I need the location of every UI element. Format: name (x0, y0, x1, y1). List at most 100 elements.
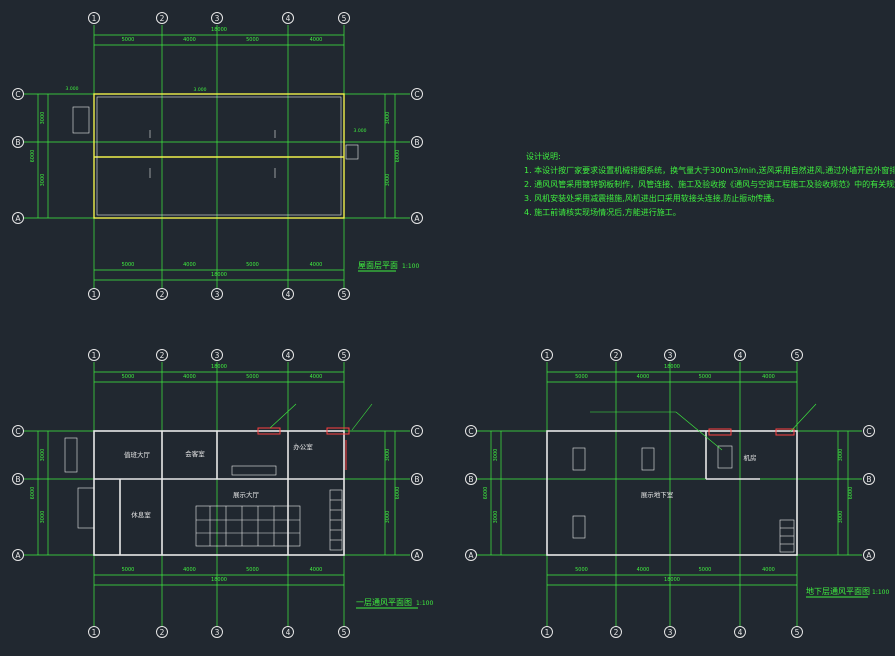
grid-bubble-3: 3 (211, 349, 223, 361)
svg-text:C: C (414, 427, 419, 436)
grid-bubble-4: 4 (282, 12, 294, 24)
svg-text:4: 4 (286, 290, 291, 299)
svg-text:5: 5 (342, 290, 347, 299)
svg-text:3: 3 (215, 14, 220, 23)
svg-text:B: B (414, 475, 419, 484)
grid-bubble-5: 5 (338, 349, 350, 361)
svg-text:B: B (414, 138, 419, 147)
grid-bubble-C: C (465, 425, 477, 437)
dimension-left: 3000 (40, 112, 46, 125)
svg-text:3: 3 (215, 628, 220, 637)
elevation-note: 3.000 (194, 87, 207, 93)
dimension-top-total: 18000 (211, 364, 227, 370)
grid-bubble-1: 1 (88, 12, 100, 24)
svg-text:A: A (15, 214, 21, 223)
elevation-note: 3.000 (66, 86, 79, 92)
dimension-bottom: 5000 (122, 262, 135, 268)
svg-text:C: C (468, 427, 473, 436)
dimension-left: 3000 (40, 174, 46, 187)
grid-bubble-B: B (411, 473, 423, 485)
svg-text:4: 4 (286, 628, 291, 637)
dimension-bottom: 4000 (762, 567, 775, 573)
svg-text:4: 4 (286, 14, 291, 23)
roof-outline (93, 93, 345, 219)
grid-bubble-5: 5 (791, 626, 803, 638)
svg-text:A: A (866, 551, 872, 560)
note-2: 2. 通风风管采用镀锌钢板制作，风管连接、施工及验收按《通风与空调工程施工及验收… (524, 180, 895, 189)
grid-bubble-2: 2 (156, 12, 168, 24)
room-label: 值班大厅 (124, 450, 151, 459)
svg-text:4: 4 (286, 351, 291, 360)
grid-bubble-4: 4 (734, 349, 746, 361)
grid-bubble-B: B (12, 473, 24, 485)
dimension-right-total: 6000 (848, 487, 854, 500)
dimension-left: 3000 (40, 449, 46, 462)
svg-text:1: 1 (92, 351, 97, 360)
grid-bubble-1: 1 (88, 288, 100, 300)
dimension-top: 5000 (246, 37, 259, 43)
dimension-top: 4000 (183, 37, 196, 43)
grid-bubble-2: 2 (156, 349, 168, 361)
grid-bubble-3: 3 (211, 12, 223, 24)
svg-text:5: 5 (342, 628, 347, 637)
dimension-top-total: 18000 (211, 27, 227, 33)
design-notes: 设计说明: 1. 本设计按厂家要求设置机械排烟系统，换气量大于300m3/min… (524, 150, 895, 220)
grid-bubble-A: A (863, 549, 875, 561)
svg-text:1: 1 (92, 290, 97, 299)
svg-text:3: 3 (215, 290, 220, 299)
roof-plan-title: 屋面层平面 (358, 261, 398, 270)
room-label: 展示地下室 (641, 490, 674, 499)
svg-text:2: 2 (160, 351, 165, 360)
svg-text:C: C (866, 427, 871, 436)
note-1: 1. 本设计按厂家要求设置机械排烟系统，换气量大于300m3/min,送风采用自… (524, 166, 895, 175)
dimension-top: 5000 (122, 37, 135, 43)
room-label: 休息室 (131, 510, 151, 519)
dimension-top: 4000 (183, 374, 196, 380)
dimension-bottom: 5000 (122, 567, 135, 573)
dimension-right: 3000 (838, 511, 844, 524)
grid-bubble-C: C (12, 425, 24, 437)
elevation-note: 3.000 (354, 128, 367, 134)
grid-bubble-B: B (411, 136, 423, 148)
grid-bubble-A: A (411, 549, 423, 561)
grid-bubble-C: C (411, 425, 423, 437)
dimension-right: 3000 (838, 449, 844, 462)
svg-text:5: 5 (342, 351, 347, 360)
grid-bubble-2: 2 (610, 349, 622, 361)
room-label: 机房 (744, 453, 757, 462)
svg-text:2: 2 (614, 628, 619, 637)
ground-plan-details (64, 437, 343, 551)
dimension-bottom-total: 18000 (211, 272, 227, 278)
grid-bubble-2: 2 (156, 626, 168, 638)
grid-bubble-C: C (12, 88, 24, 100)
dimension-bottom: 4000 (310, 567, 323, 573)
svg-text:5: 5 (342, 14, 347, 23)
dimension-top: 5000 (122, 374, 135, 380)
svg-text:3: 3 (215, 351, 220, 360)
basement-plan-scale: 1:100 (872, 589, 889, 596)
grid-bubble-A: A (12, 212, 24, 224)
svg-text:3: 3 (668, 351, 673, 360)
grid-bubble-A: A (411, 212, 423, 224)
dimension-top: 5000 (699, 374, 712, 380)
grid-bubble-5: 5 (338, 288, 350, 300)
dimension-top: 4000 (310, 374, 323, 380)
basement-plan-details (572, 445, 795, 553)
ground-plan-ducts (257, 427, 350, 470)
grid-bubble-5: 5 (791, 349, 803, 361)
room-label: 会客室 (185, 449, 205, 458)
svg-text:A: A (468, 551, 474, 560)
svg-text:A: A (15, 551, 21, 560)
svg-text:4: 4 (738, 628, 743, 637)
room-label: 办公室 (293, 442, 313, 451)
dimension-left: 3000 (40, 511, 46, 524)
grid-bubble-4: 4 (282, 626, 294, 638)
svg-text:1: 1 (545, 351, 550, 360)
dimension-bottom: 5000 (246, 262, 259, 268)
dimension-right: 3000 (385, 511, 391, 524)
drawing-labels: 5000 5000 4000 4000 5000 5000 4000 4000 18000 180… (30, 27, 889, 609)
grid-bubble-3: 3 (211, 626, 223, 638)
grid-bubble-1: 1 (541, 349, 553, 361)
basement-plan-title: 地下层通风平面图 (806, 586, 870, 596)
